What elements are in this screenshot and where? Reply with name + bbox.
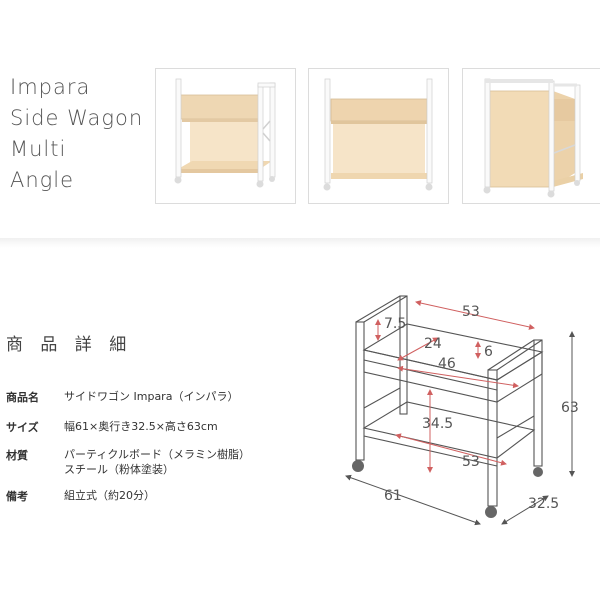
caster-icon	[485, 506, 497, 518]
dim-drawer-depth: 7.5	[384, 316, 406, 332]
dim-total-depth: 32.5	[528, 496, 559, 512]
title-line-3: Multi	[10, 137, 67, 161]
title-line-2: Side Wagon	[10, 106, 144, 130]
wagon-image-back-angle	[483, 78, 583, 198]
thumbnail-front-angle[interactable]	[155, 68, 296, 204]
title-line-1: Impara	[10, 75, 91, 99]
dim-lower-height: 34.5	[422, 416, 453, 432]
dim-drawer-height: 6	[484, 344, 493, 360]
title-line-4: Angle	[10, 168, 75, 192]
spec-label: サイズ	[6, 421, 39, 434]
section-divider	[0, 238, 600, 248]
spec-value-line2: スチール（粉体塗装）	[64, 463, 174, 476]
caster-icon	[533, 467, 543, 477]
dim-inner-depth: 24	[424, 336, 442, 352]
dim-inner-width: 46	[438, 356, 456, 372]
spec-value: サイドワゴン Impara（インパラ）	[64, 390, 239, 403]
spec-label: 備考	[6, 490, 28, 503]
dim-bottom-width: 53	[462, 454, 480, 470]
wagon-image-front-angle	[174, 78, 276, 188]
spec-value: 組立式（約20分）	[64, 489, 155, 502]
spec-value: パーティクルボード（メラミン樹脂）	[64, 448, 251, 461]
dim-top-width: 53	[462, 304, 480, 320]
spec-value: 幅61×奥行き32.5×高さ63cm	[64, 420, 218, 433]
spec-label: 材質	[6, 449, 28, 462]
dimension-diagram: 53 7.5 24 6 46 34.5 53 63 61 32.5	[345, 295, 579, 526]
dim-total-width: 61	[384, 488, 402, 504]
dim-total-height: 63	[561, 400, 579, 416]
product-title: Impara Side Wagon Multi Angle	[10, 72, 143, 196]
thumbnail-back-angle[interactable]	[462, 68, 600, 204]
caster-icon	[352, 460, 364, 472]
thumbnail-front[interactable]	[308, 68, 449, 204]
wagon-image-front	[323, 78, 433, 191]
section-heading: 商 品 詳 細	[6, 335, 133, 355]
spec-label: 商品名	[6, 391, 39, 404]
